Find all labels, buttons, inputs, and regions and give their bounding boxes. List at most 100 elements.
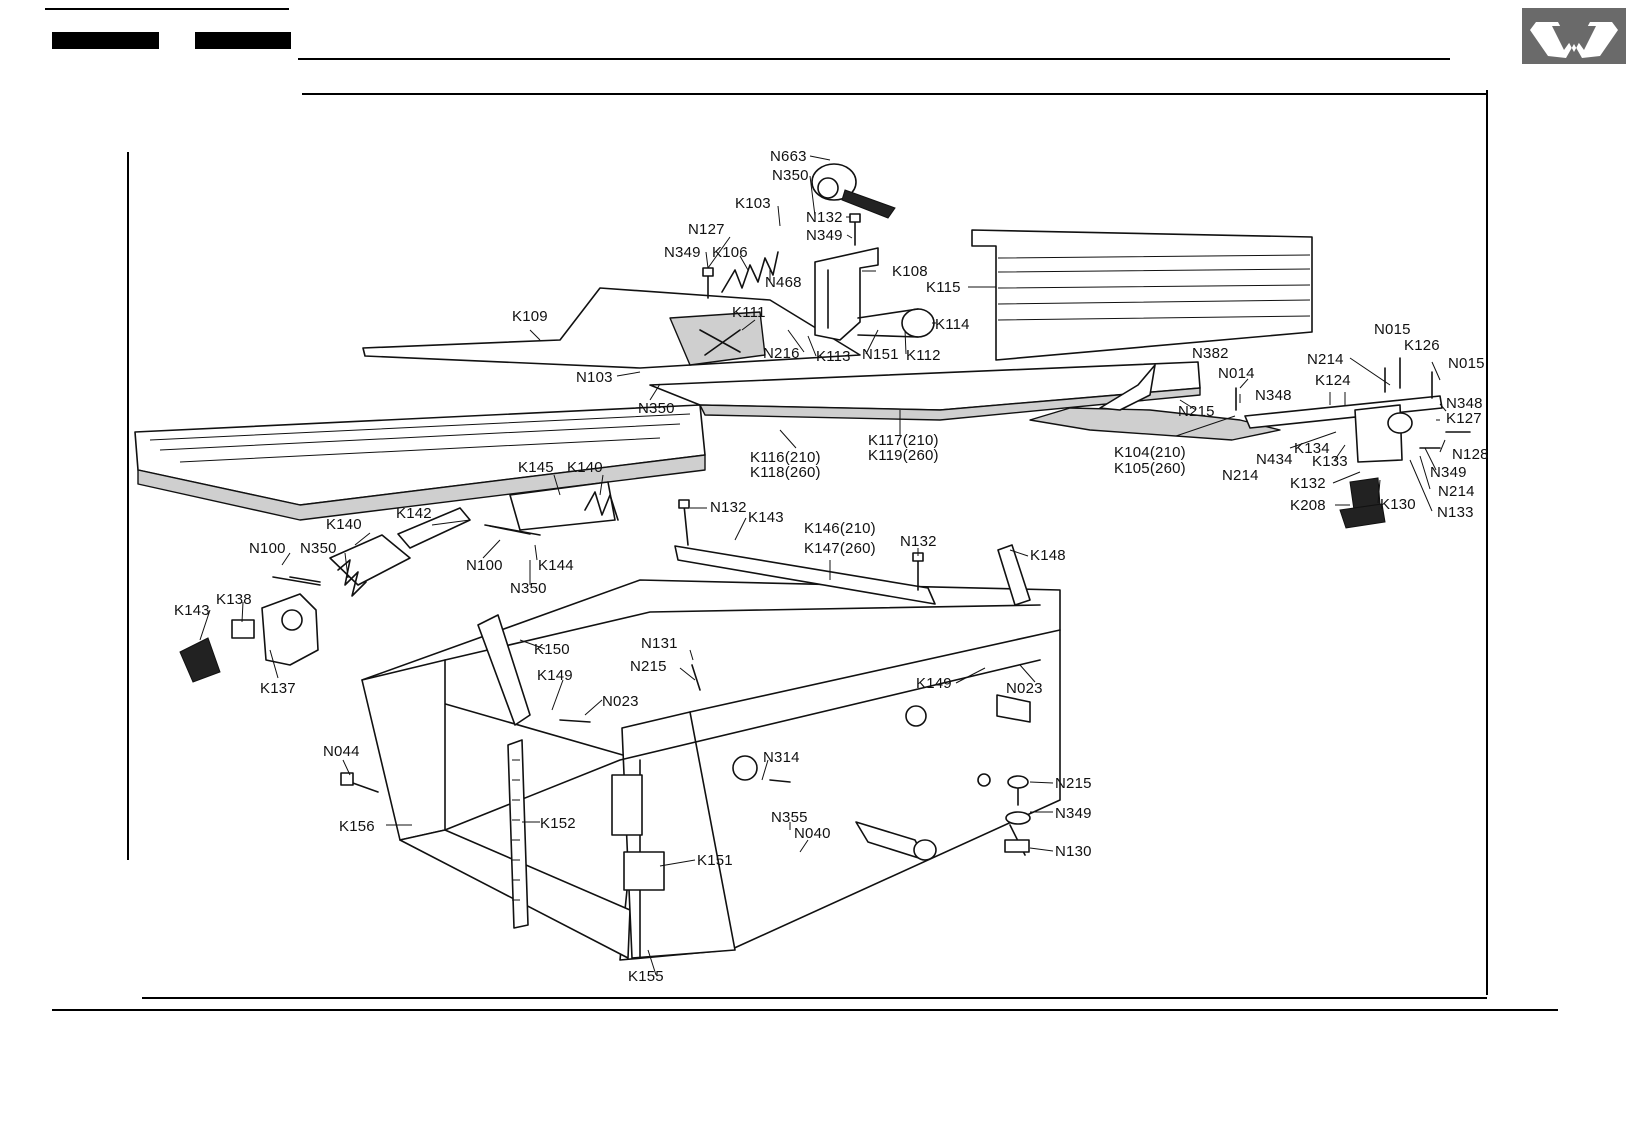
- label-n040: N040: [794, 825, 831, 842]
- label-k132: K132: [1290, 475, 1326, 492]
- label-n355: N355: [771, 809, 808, 826]
- label-n214: N214: [1438, 483, 1475, 500]
- lever-k150: [477, 614, 531, 726]
- bolts: [289, 213, 1471, 856]
- label-k104-210: K104(210): [1114, 444, 1186, 461]
- label-n215: N215: [1178, 403, 1215, 420]
- footer-rule: [52, 1009, 1558, 1011]
- label-k127: K127: [1446, 410, 1482, 427]
- label-n132: N132: [806, 209, 843, 226]
- label-n348: N348: [1255, 387, 1292, 404]
- header-black-bar-left: [52, 32, 159, 49]
- label-n023: N023: [1006, 680, 1043, 697]
- scale-k152: [507, 739, 529, 929]
- label-k155: K155: [628, 968, 664, 985]
- label-n103: N103: [576, 369, 613, 386]
- label-k112: K112: [906, 347, 941, 364]
- label-k156: K156: [339, 818, 375, 835]
- label-k148: K148: [1030, 547, 1066, 564]
- label-k124: K124: [1315, 372, 1351, 389]
- label-n350: N350: [510, 580, 547, 597]
- label-k138: K138: [216, 591, 252, 608]
- label-k113: K113: [816, 348, 851, 365]
- label-k143: K143: [748, 509, 784, 526]
- label-k106: K106: [712, 244, 748, 261]
- label-n216: N216: [763, 345, 800, 362]
- label-k146-210: K146(210): [804, 520, 876, 537]
- label-n131: N131: [641, 635, 678, 652]
- label-n132: N132: [710, 499, 747, 516]
- label-n348: N348: [1446, 395, 1483, 412]
- label-n133: N133: [1437, 504, 1474, 521]
- outfeed-table: [649, 361, 1201, 421]
- label-k149: K149: [916, 675, 952, 692]
- label-n434: N434: [1256, 451, 1293, 468]
- label-n214: N214: [1222, 467, 1259, 484]
- label-k117-210: K117(210): [868, 432, 939, 449]
- label-n468: N468: [765, 274, 802, 291]
- label-k126: K126: [1404, 337, 1440, 354]
- header-black-bar-right: [195, 32, 291, 49]
- label-n100: N100: [466, 557, 503, 574]
- label-k108: K108: [892, 263, 928, 280]
- infeed-table: [134, 404, 706, 521]
- label-k143: K143: [174, 602, 210, 619]
- label-k111: K111: [732, 304, 766, 321]
- label-n015: N015: [1448, 355, 1485, 372]
- frame-top-rule: [302, 93, 1488, 95]
- header-rule: [298, 58, 1450, 60]
- knob-n663: [811, 163, 896, 219]
- label-k152: K152: [540, 815, 576, 832]
- label-k149: K149: [537, 667, 573, 684]
- label-k114: K114: [935, 316, 970, 333]
- leader-lines: [199, 155, 1447, 976]
- label-n350: N350: [772, 167, 809, 184]
- label-k145: K145: [518, 459, 554, 476]
- guard-bracket-k111: [669, 311, 766, 366]
- label-k103: K103: [735, 195, 771, 212]
- label-k144: K144: [538, 557, 574, 574]
- label-n214: N214: [1307, 351, 1344, 368]
- label-n127: N127: [688, 221, 725, 238]
- label-n349: N349: [1055, 805, 1092, 822]
- label-k133: K133: [1312, 453, 1348, 470]
- label-k118-260: K118(260): [750, 464, 821, 481]
- fence-k115: [971, 229, 1313, 361]
- manufacturer-logo-icon: [1522, 8, 1626, 64]
- label-n100: N100: [249, 540, 286, 557]
- label-k150: K150: [534, 641, 570, 658]
- label-n044: N044: [323, 743, 360, 760]
- label-n350: N350: [300, 540, 337, 557]
- label-k134: K134: [1294, 440, 1330, 457]
- label-n014: N014: [1218, 365, 1255, 382]
- frame-right-rule: [1486, 90, 1488, 995]
- base-frame: [361, 579, 1061, 961]
- knob-k208: [1339, 477, 1386, 529]
- label-n382: N382: [1192, 345, 1229, 362]
- label-k140: K140: [567, 459, 603, 476]
- label-n349: N349: [1430, 464, 1467, 481]
- label-n215: N215: [1055, 775, 1092, 792]
- label-k116-210: K116(210): [750, 449, 821, 466]
- label-k151: K151: [697, 852, 733, 869]
- arm-k124: [1244, 395, 1443, 463]
- bracket-k148: [997, 544, 1031, 606]
- label-n128: N128: [1452, 446, 1489, 463]
- label-k142: K142: [396, 505, 432, 522]
- frame-left-rule: [127, 152, 129, 860]
- label-k137: K137: [260, 680, 296, 697]
- label-k109: K109: [512, 308, 548, 325]
- label-n015: N015: [1374, 321, 1411, 338]
- label-k208: K208: [1290, 497, 1326, 514]
- label-n130: N130: [1055, 843, 1092, 860]
- label-n314: N314: [763, 749, 800, 766]
- label-k115: K115: [926, 279, 961, 296]
- frame-bottom-rule: [142, 997, 1487, 999]
- roller-k114: [857, 308, 935, 338]
- spring-k106: [721, 251, 779, 293]
- label-n151: N151: [862, 346, 899, 363]
- label-k130: K130: [1380, 496, 1416, 513]
- label-n663: N663: [770, 148, 807, 165]
